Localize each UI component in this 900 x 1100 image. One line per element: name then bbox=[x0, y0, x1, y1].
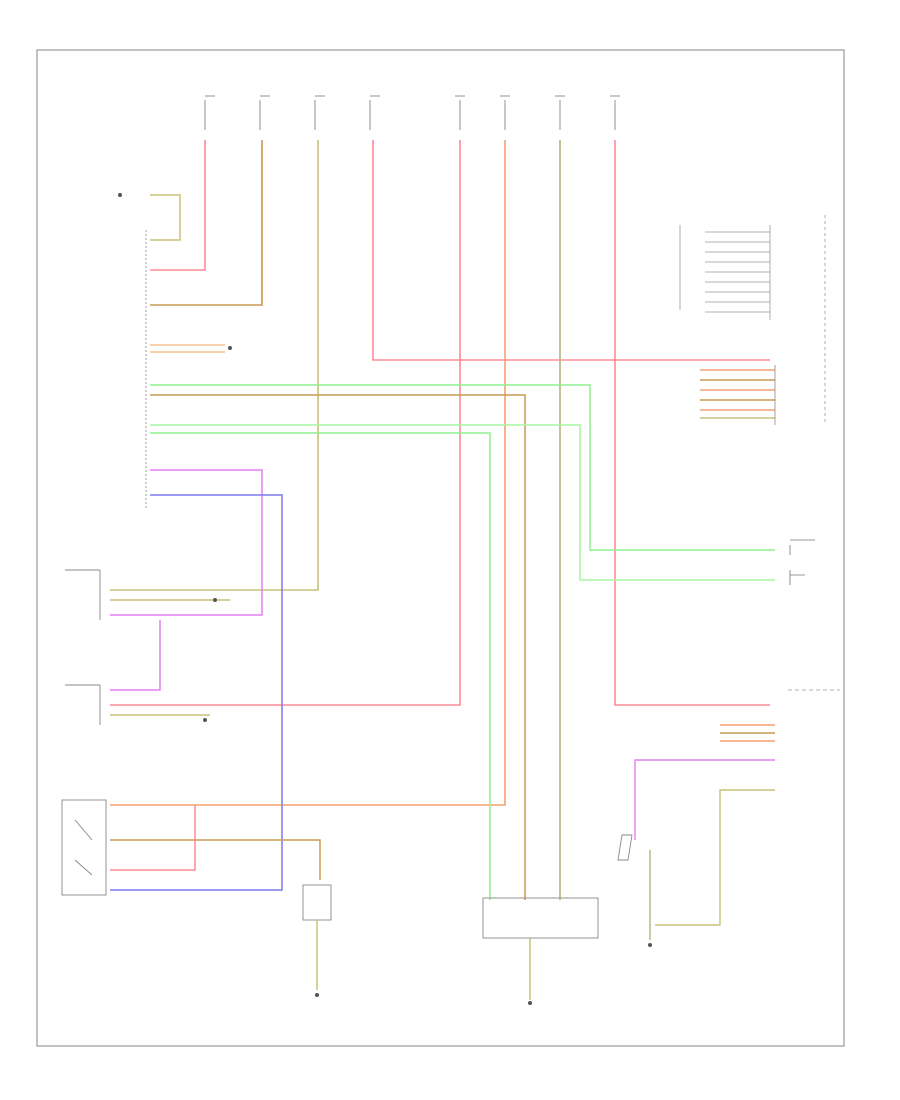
ground-symbols bbox=[118, 193, 652, 1005]
wire-yellow-1 bbox=[110, 140, 319, 591]
wire-brown-1 bbox=[150, 140, 263, 306]
feed-wires bbox=[110, 140, 770, 900]
switch-box bbox=[302, 884, 332, 921]
wire-red-1 bbox=[150, 140, 206, 271]
wire-red-5 bbox=[614, 140, 770, 706]
wire-red-3 bbox=[110, 140, 461, 706]
lower-right-connectors bbox=[634, 689, 840, 940]
left-components bbox=[61, 569, 107, 896]
right-edge-pins bbox=[789, 539, 815, 585]
sensor-symbol bbox=[617, 834, 633, 861]
fuse-panel-top bbox=[204, 95, 620, 130]
harness-wires bbox=[110, 194, 775, 900]
center-module bbox=[482, 897, 599, 939]
wire-red-2 bbox=[372, 140, 770, 361]
right-legend-list bbox=[679, 215, 826, 425]
wire-red-4 bbox=[110, 140, 506, 806]
right-connector-block bbox=[700, 365, 776, 425]
diagram-frame bbox=[36, 49, 845, 1047]
